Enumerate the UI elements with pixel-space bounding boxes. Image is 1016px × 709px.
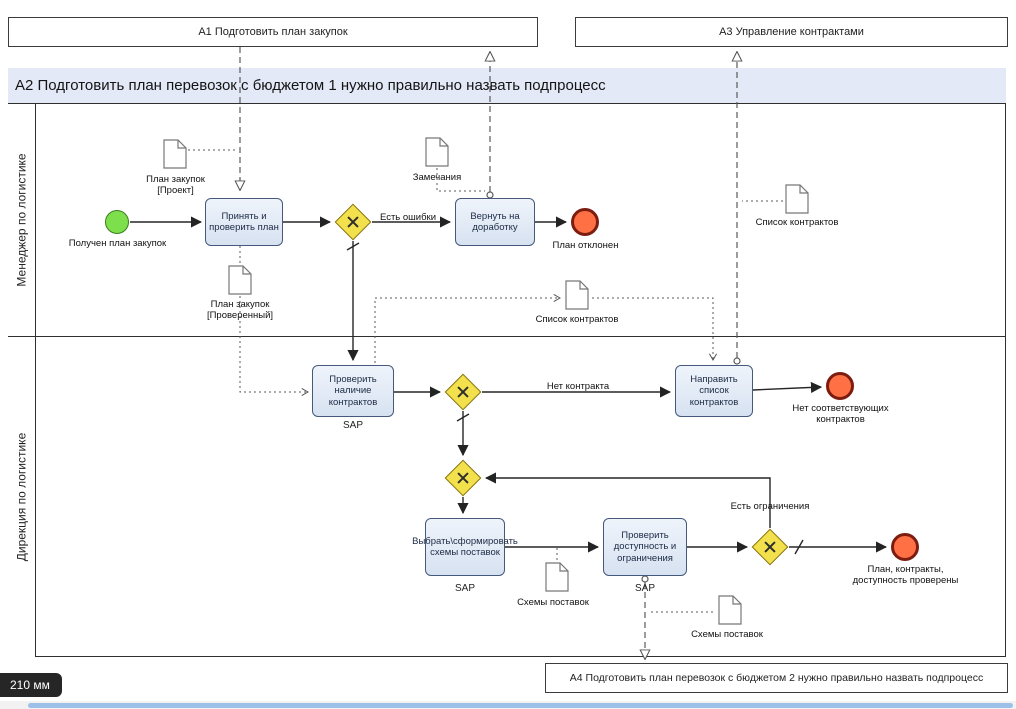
page-size-badge: 210 мм xyxy=(0,673,62,697)
document-supply-schemes-1-label: Схемы поставок xyxy=(517,597,589,608)
task-rework-label: Вернуть на доработку xyxy=(470,210,520,233)
horizontal-scrollbar-track[interactable] xyxy=(0,701,1016,709)
document-plan-verified[interactable] xyxy=(228,265,252,300)
document-remarks[interactable] xyxy=(425,137,449,172)
horizontal-scrollbar-thumb[interactable] xyxy=(28,703,1013,708)
lane-direction-logistics[interactable]: Дирекция по логистике xyxy=(8,336,36,657)
end-rejected-label: План отклонен xyxy=(552,240,619,251)
document-contracts-list-mid[interactable] xyxy=(565,280,589,315)
document-icon xyxy=(785,184,809,214)
task-form-supply-schemes[interactable]: Выбрать\сформировать схемы поставок xyxy=(412,518,518,576)
document-contracts-list-top[interactable] xyxy=(785,184,809,219)
document-plan-draft-label: План закупок [Проект] xyxy=(146,174,205,197)
document-plan-verified-label: План закупок [Проверенный] xyxy=(206,299,274,322)
end-event-rejected[interactable] xyxy=(571,208,599,236)
document-icon xyxy=(545,562,569,592)
document-supply-schemes-2-label: Схемы поставок xyxy=(691,629,763,640)
end-event-verified[interactable] xyxy=(891,533,919,561)
task-availability-label: Проверить доступность и ограничения xyxy=(613,530,677,564)
lane-manager-logistics[interactable]: Менеджер по логистике xyxy=(8,104,36,336)
end-verified-label: План, контракты, доступность проверены xyxy=(852,564,959,587)
task-send-contracts-list[interactable]: Направить список контрактов xyxy=(675,365,753,417)
flow-label-no-contract: Нет контракта xyxy=(546,381,610,392)
lane-manager-label: Менеджер по логистике xyxy=(14,153,29,287)
task-schemes-label: Выбрать\сформировать схемы поставок xyxy=(412,535,518,558)
document-remarks-label: Замечания xyxy=(412,172,462,183)
document-icon xyxy=(228,265,252,295)
task-check-contracts[interactable]: Проверить наличие контрактов xyxy=(312,365,394,417)
document-icon xyxy=(163,139,187,169)
task-accept-label: Принять и проверить план xyxy=(209,210,279,233)
document-supply-schemes-2[interactable] xyxy=(718,595,742,630)
sap-annotation-availability: SAP xyxy=(634,583,655,594)
pool-title-text: А2 Подготовить план перевозок с бюджетом… xyxy=(15,77,606,94)
external-process-a3[interactable]: А3 Управление контрактами xyxy=(575,17,1008,47)
flow-label-errors: Есть ошибки xyxy=(379,212,437,223)
flow-label-restrictions: Есть ограничения xyxy=(730,501,810,512)
task-return-rework[interactable]: Вернуть на доработку xyxy=(455,198,535,246)
document-icon xyxy=(718,595,742,625)
external-process-a3-label: А3 Управление контрактами xyxy=(719,26,864,38)
document-contracts-list-mid-label: Список контрактов xyxy=(535,314,619,325)
start-event-label: Получен план закупок xyxy=(68,238,167,249)
end-no-contracts-label: Нет соответствующих контрактов xyxy=(792,403,889,426)
external-process-a1[interactable]: А1 Подготовить план закупок xyxy=(8,17,538,47)
task-check-availability[interactable]: Проверить доступность и ограничения xyxy=(603,518,687,576)
external-process-a4-label: А4 Подготовить план перевозок с бюджетом… xyxy=(569,672,984,684)
sap-annotation-schemes: SAP xyxy=(454,583,475,594)
document-icon xyxy=(565,280,589,310)
document-contracts-list-top-label: Список контрактов xyxy=(755,217,839,228)
pool-title-bar[interactable]: А2 Подготовить план перевозок с бюджетом… xyxy=(8,68,1006,104)
lane-divider xyxy=(8,336,1006,337)
end-event-no-contracts[interactable] xyxy=(826,372,854,400)
document-icon xyxy=(425,137,449,167)
task-send-list-label: Направить список контрактов xyxy=(689,374,739,408)
document-plan-draft[interactable] xyxy=(163,139,187,174)
page-size-badge-text: 210 мм xyxy=(10,678,50,692)
lane-direction-label: Дирекция по логистике xyxy=(14,432,29,561)
task-accept-check-plan[interactable]: Принять и проверить план xyxy=(205,198,283,246)
external-process-a1-label: А1 Подготовить план закупок xyxy=(198,26,348,38)
task-check-contracts-label: Проверить наличие контрактов xyxy=(328,374,378,408)
document-supply-schemes-1[interactable] xyxy=(545,562,569,597)
sap-annotation-check-contracts: SAP xyxy=(342,420,363,431)
start-event[interactable] xyxy=(105,210,129,234)
external-process-a4[interactable]: А4 Подготовить план перевозок с бюджетом… xyxy=(545,663,1008,693)
